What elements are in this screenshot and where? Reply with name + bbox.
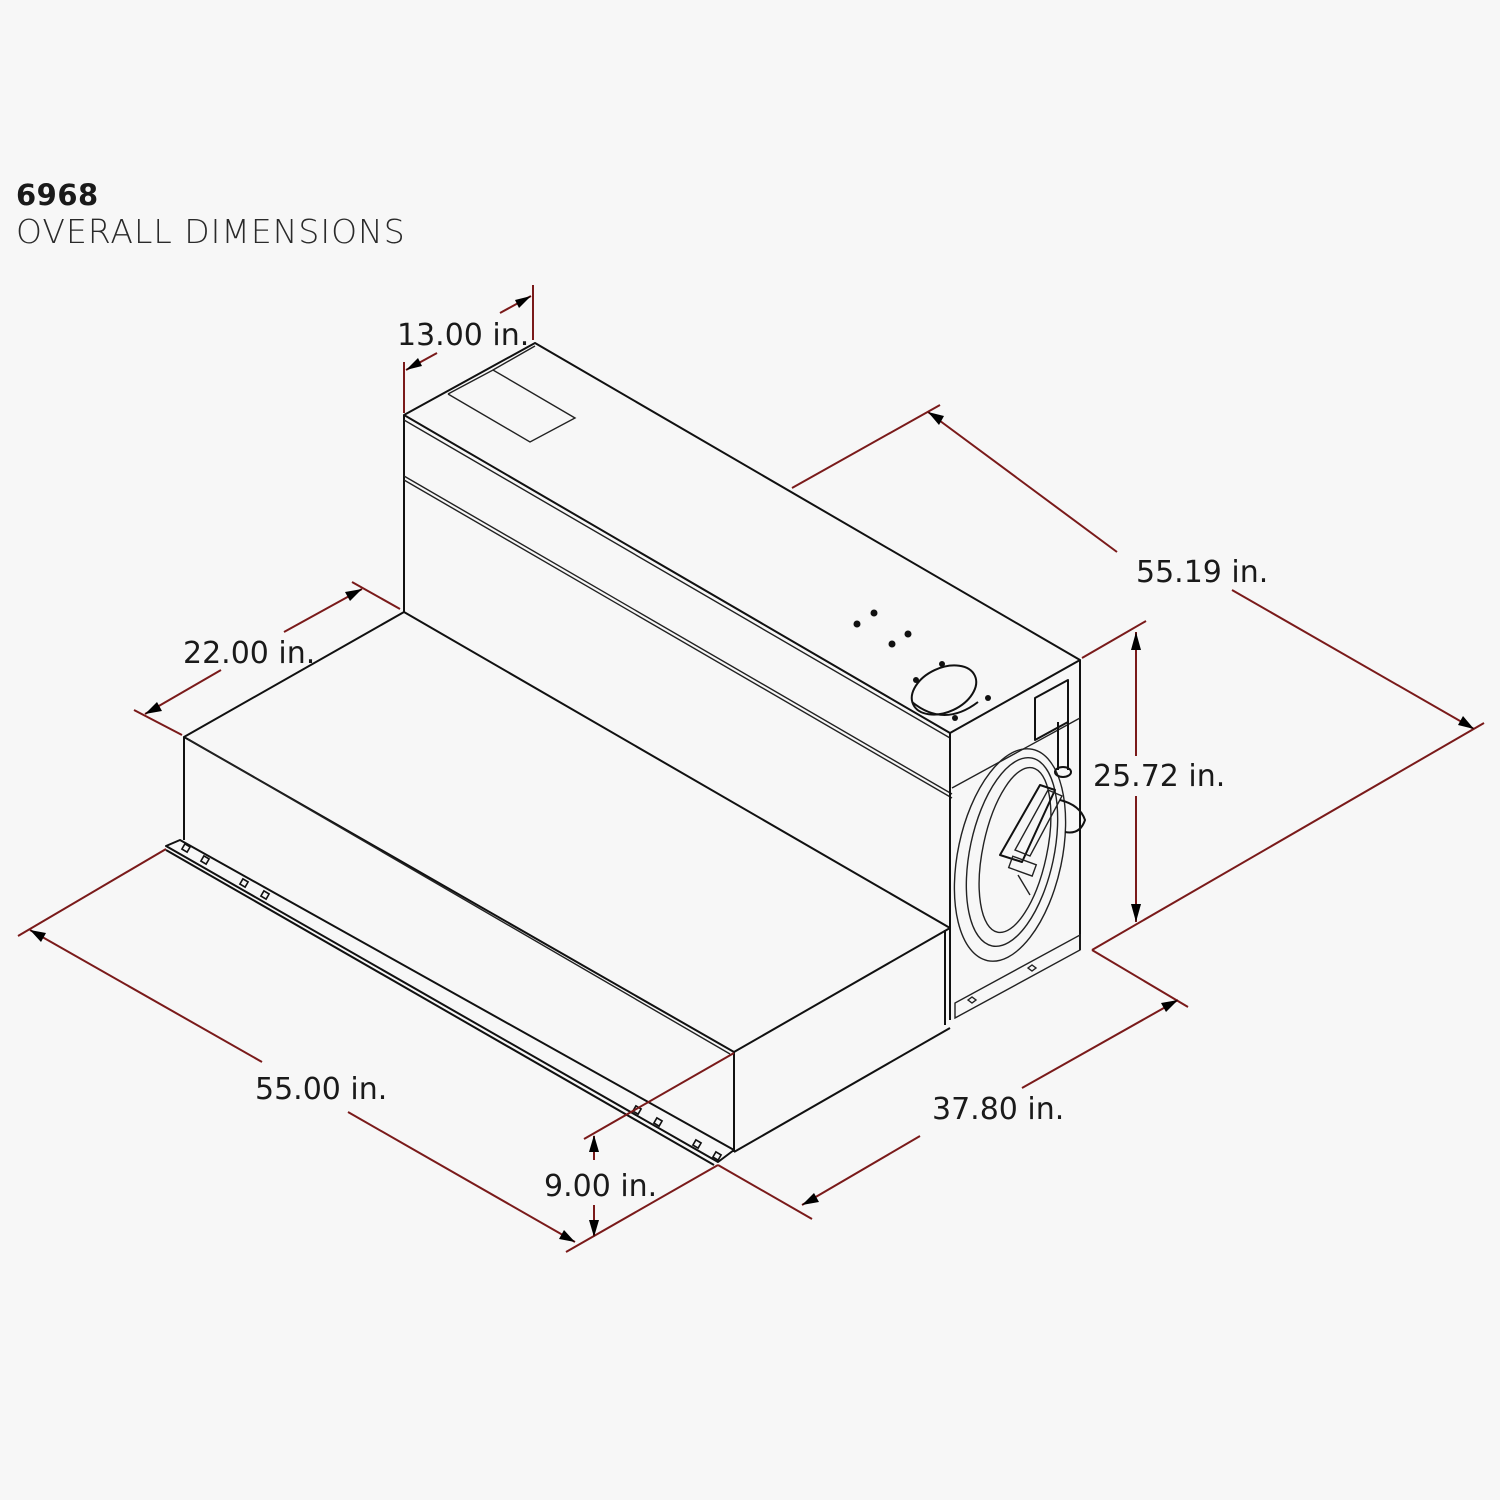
- fuel-nozzle: [999, 720, 1086, 896]
- dim-overall-width: [717, 949, 1189, 1220]
- label-top-depth: 13.00 in.: [397, 318, 530, 353]
- vent-bolt-holes: [853, 609, 912, 648]
- dim-overall-length-front: [17, 848, 576, 1243]
- label-overall-width: 37.80 in.: [932, 1092, 1065, 1127]
- label-step-depth: 22.00 in.: [183, 636, 316, 671]
- model-number: 6968: [16, 178, 99, 212]
- dim-step-depth: [133, 581, 401, 736]
- label-step-height: 9.00 in.: [544, 1169, 658, 1204]
- drawing-subtitle: OVERALL DIMENSIONS: [16, 212, 406, 251]
- mounting-flange: [165, 839, 735, 1166]
- upper-section: [403, 342, 1081, 1020]
- dim-overall-length-back: [791, 404, 1485, 951]
- hose-reel: [953, 748, 1081, 1020]
- label-overall-length-front: 55.00 in.: [255, 1072, 388, 1107]
- dim-top-depth: [403, 285, 534, 413]
- lower-step-section: [183, 611, 951, 1153]
- label-overall-height: 25.72 in.: [1093, 759, 1226, 794]
- label-overall-length-back: 55.19 in.: [1136, 555, 1269, 590]
- access-panel: [1034, 679, 1069, 741]
- fill-cap: [910, 661, 991, 721]
- dim-step-height: [565, 1052, 735, 1253]
- title-block: 6968 OVERALL DIMENSIONS: [16, 178, 406, 252]
- dim-overall-height: [1081, 620, 1147, 922]
